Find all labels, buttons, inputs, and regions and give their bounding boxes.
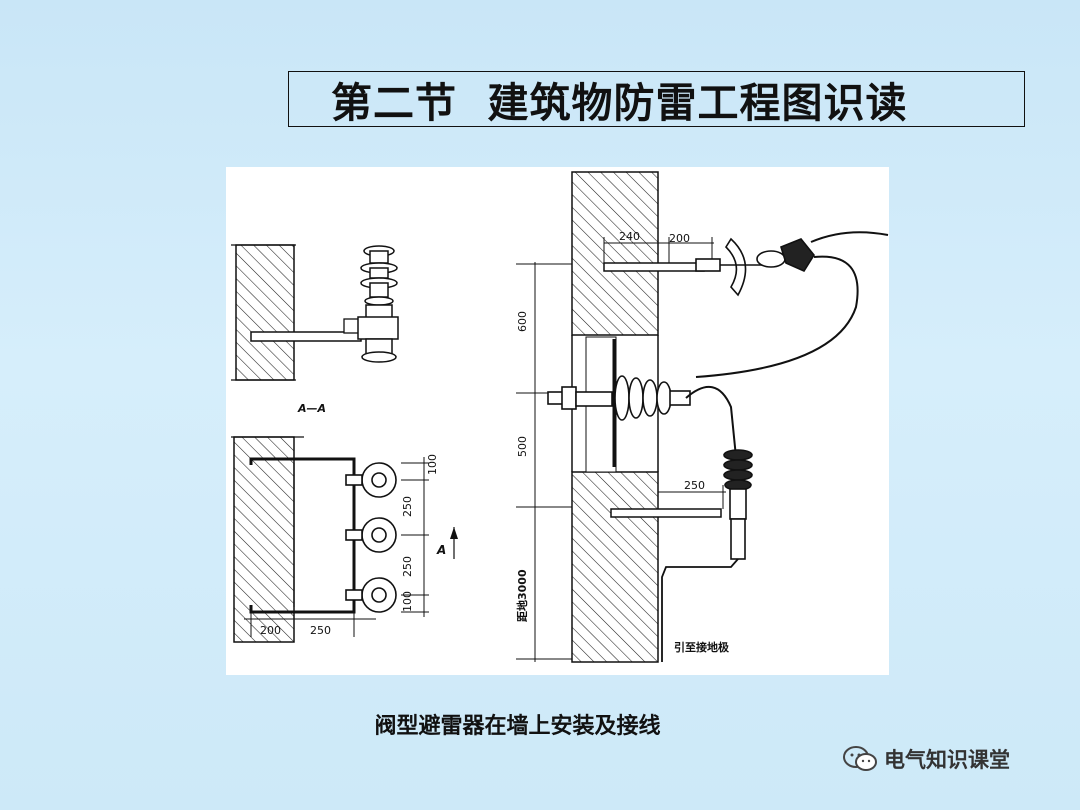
wall-hatch — [233, 436, 295, 643]
vertical-arrester — [723, 449, 753, 560]
elevation-view: 600 500 距地3000 240 200 — [515, 171, 889, 663]
wechat-icon — [843, 746, 877, 771]
dim-label: 200 — [669, 232, 690, 245]
watermark-text: 电气知识课堂 — [884, 748, 1010, 772]
dim-label: 600 — [516, 311, 529, 332]
wall-upper — [571, 171, 659, 336]
dim-label: 500 — [516, 436, 529, 457]
plan-view: 100 250 250 100 A 200 250 — [231, 436, 458, 643]
dim-label: 250 — [310, 624, 331, 637]
ground-note: 引至接地极 — [674, 640, 730, 654]
upper-bracket — [603, 262, 705, 272]
arrow-label: A — [436, 543, 446, 557]
page-title: 第二节 建筑物防雷工程图识读 — [288, 71, 1025, 127]
section-aa-view: A—A — [231, 244, 399, 415]
dim-label: 250 — [401, 556, 414, 577]
wall-lower — [571, 471, 659, 663]
watermark: 电气知识课堂 — [842, 744, 1010, 774]
line-insulator — [695, 237, 815, 297]
diagram-caption: 阀型避雷器在墙上安装及接线 — [374, 714, 661, 739]
dim-label: 250 — [401, 496, 414, 517]
arrester-insulator — [357, 245, 399, 363]
dim-label: 250 — [684, 479, 705, 492]
through-wall-arrester — [547, 375, 691, 421]
arrester-installation-diagram: A—A — [231, 171, 889, 663]
lower-bracket — [610, 508, 722, 518]
dim-label: 距地3000 — [515, 569, 529, 622]
dim-label: 240 — [619, 230, 640, 243]
dim-label: 100 — [401, 591, 414, 612]
dim-label: 200 — [260, 624, 281, 637]
engineering-drawing: A—A — [226, 167, 889, 675]
dim-label: 100 — [426, 454, 439, 475]
wall-hatch — [235, 244, 295, 381]
section-label: A—A — [297, 402, 326, 415]
